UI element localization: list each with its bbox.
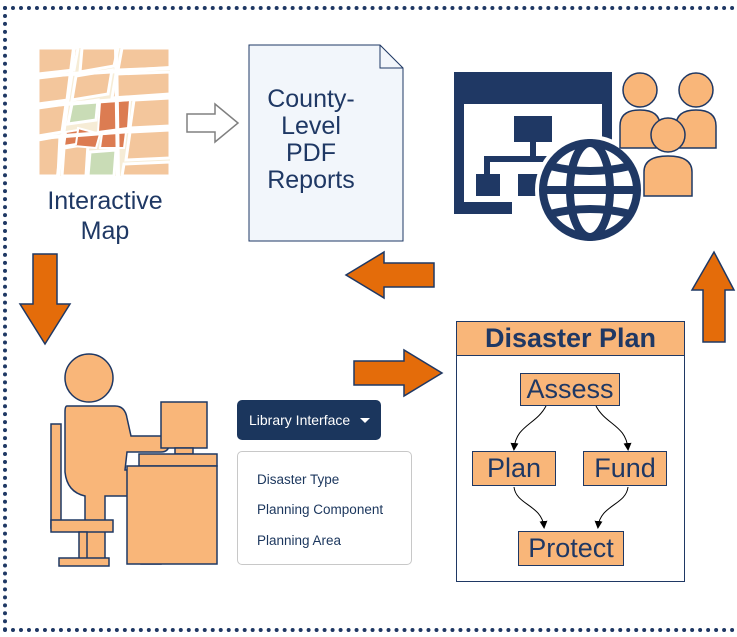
menu-item-planning-component[interactable]: Planning Component xyxy=(257,502,384,517)
arrow-down-icon xyxy=(18,253,72,346)
disaster-plan-title: Disaster Plan xyxy=(457,322,684,356)
library-interface-dropdown[interactable]: Library Interface xyxy=(237,400,381,440)
step-fund: Fund xyxy=(583,451,667,486)
outline-arrow-right-icon xyxy=(186,102,240,144)
website-sitemap-globe-icon xyxy=(454,72,642,245)
person-at-computer-icon xyxy=(50,353,218,567)
arrow-up-icon xyxy=(690,250,736,343)
document-icon[interactable] xyxy=(248,44,404,242)
menu-item-disaster-type[interactable]: Disaster Type xyxy=(257,472,340,487)
user-group-icon xyxy=(619,72,717,197)
step-plan: Plan xyxy=(472,451,556,486)
menu-item-planning-area[interactable]: Planning Area xyxy=(257,533,342,548)
map-label: Interactive Map xyxy=(47,187,163,245)
map-thumbnail[interactable] xyxy=(38,48,170,176)
report-title: County- Level PDF Reports xyxy=(267,85,355,194)
arrow-right-icon xyxy=(353,348,444,398)
plan-flow-connectors xyxy=(510,405,632,529)
caret-down-icon xyxy=(360,418,370,423)
library-interface-label: Library Interface xyxy=(249,412,351,428)
step-protect: Protect xyxy=(518,531,624,566)
library-interface-menu: Disaster Type Planning Component Plannin… xyxy=(237,451,412,565)
step-assess: Assess xyxy=(520,373,620,406)
dotted-frame xyxy=(3,6,737,632)
arrow-left-icon xyxy=(344,250,435,300)
